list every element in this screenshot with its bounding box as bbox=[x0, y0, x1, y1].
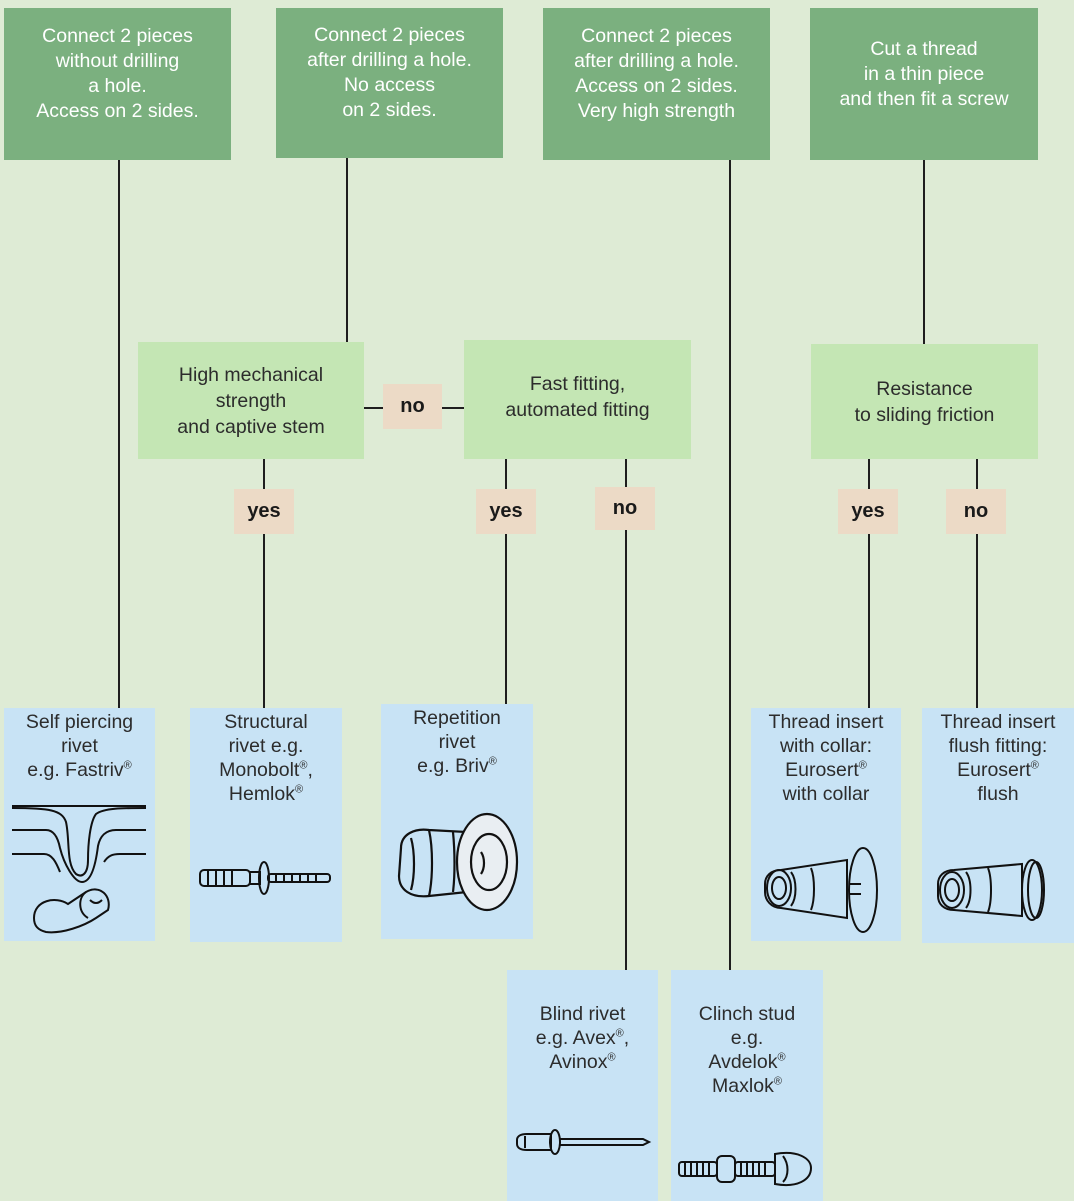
result-self-piercing-rivet: Self piercing rivet e.g. Fastriv® bbox=[4, 708, 155, 941]
blind-rivet-drawing bbox=[516, 1129, 652, 1155]
result-line: Eurosert® bbox=[957, 759, 1039, 781]
result-line: rivet e.g. bbox=[228, 735, 304, 757]
result-line: Structural bbox=[224, 711, 308, 733]
result-line: Self piercing bbox=[25, 711, 134, 733]
result-repetition-rivet: Repetition rivet e.g. Briv® bbox=[381, 704, 533, 939]
result-line: Clinch stud bbox=[698, 1003, 796, 1025]
thread-insert-collar-illustration bbox=[751, 844, 901, 934]
tag-d2-yes: yes bbox=[476, 489, 536, 534]
self-piercing-rivet-drawing bbox=[11, 805, 147, 934]
registered-mark: ® bbox=[295, 783, 304, 796]
connector-d2-yes-top bbox=[505, 459, 507, 489]
question-text: Connect 2 pieces after drilling a hole. … bbox=[574, 25, 739, 122]
decision-high-mechanical-strength: High mechanical strength and captive ste… bbox=[138, 342, 364, 459]
blind-rivet-illustration bbox=[507, 1120, 658, 1170]
result-blind-rivet: Blind rivet e.g. Avex®, Avinox® bbox=[507, 970, 658, 1201]
result-line: Avinox® bbox=[549, 1051, 616, 1073]
result-line: Eurosert® bbox=[785, 759, 867, 781]
connector-d1-yes-top bbox=[263, 459, 265, 489]
question-text: Cut a thread in a thin piece and then fi… bbox=[839, 37, 1009, 110]
tag-d3-no: no bbox=[946, 489, 1006, 534]
result-line: Maxlok® bbox=[712, 1075, 782, 1097]
result-line: with collar: bbox=[779, 735, 873, 757]
connector-d3-no-top bbox=[976, 459, 978, 489]
result-structural-rivet: Structural rivet e.g. Monobolt®, Hemlok® bbox=[190, 708, 342, 942]
result-line: Thread insert bbox=[768, 711, 884, 733]
structural-rivet-drawing bbox=[199, 861, 331, 895]
connector-d3-yes-bottom bbox=[868, 534, 870, 708]
thread-insert-flush-illustration bbox=[922, 850, 1074, 930]
tag-d1-yes: yes bbox=[234, 489, 294, 534]
result-line: flush fitting: bbox=[948, 735, 1048, 757]
decision-text: Resistance to sliding friction bbox=[854, 377, 995, 426]
question-drilling-high-strength: Connect 2 pieces after drilling a hole. … bbox=[543, 8, 770, 160]
result-clinch-stud: Clinch stud e.g. Avdelok® Maxlok® bbox=[671, 970, 823, 1201]
result-line: Thread insert bbox=[940, 711, 1056, 733]
result-thread-insert-flush: Thread insert flush fitting: Eurosert® f… bbox=[922, 708, 1074, 943]
connector-q2-d1 bbox=[346, 158, 348, 342]
result-line: e.g. Avex®, bbox=[535, 1027, 630, 1049]
thread-insert-flush-drawing bbox=[937, 859, 1045, 921]
connector-d2-yes-bottom bbox=[505, 534, 507, 704]
structural-rivet-illustration bbox=[190, 848, 342, 898]
result-thread-insert-collar: Thread insert with collar: Eurosert® wit… bbox=[751, 708, 901, 941]
self-piercing-rivet-illustration bbox=[4, 800, 155, 940]
registered-mark: ® bbox=[777, 1051, 786, 1064]
tag-d2-no: no bbox=[595, 487, 655, 530]
registered-mark: ® bbox=[1030, 759, 1039, 772]
decision-text: Fast fitting, automated fitting bbox=[505, 372, 650, 421]
question-cut-thread: Cut a thread in a thin piece and then fi… bbox=[810, 8, 1038, 160]
registered-mark: ® bbox=[773, 1075, 782, 1088]
connector-d1-no-left bbox=[364, 407, 384, 409]
registered-mark: ® bbox=[299, 759, 308, 772]
decision-fast-fitting: Fast fitting, automated fitting bbox=[464, 340, 691, 459]
tag-d1-no: no bbox=[383, 384, 442, 429]
registered-mark: ® bbox=[607, 1051, 616, 1064]
question-text: Connect 2 pieces without drilling a hole… bbox=[36, 25, 199, 122]
result-line: Avdelok® bbox=[708, 1051, 786, 1073]
connector-q1-self-piercing bbox=[118, 160, 120, 708]
result-line: e.g. bbox=[730, 1027, 764, 1049]
decision-sliding-friction: Resistance to sliding friction bbox=[811, 344, 1038, 459]
result-line: Blind rivet bbox=[539, 1003, 626, 1025]
registered-mark: ® bbox=[615, 1027, 624, 1040]
result-line: e.g. Fastriv® bbox=[27, 759, 132, 781]
result-line: Hemlok® bbox=[228, 783, 304, 805]
registered-mark: ® bbox=[123, 759, 132, 772]
question-connect-without-drilling: Connect 2 pieces without drilling a hole… bbox=[4, 8, 231, 160]
repetition-rivet-illustration bbox=[381, 798, 533, 918]
question-drilling-no-access: Connect 2 pieces after drilling a hole. … bbox=[276, 8, 503, 158]
connector-d3-no-bottom bbox=[976, 534, 978, 708]
question-text: Connect 2 pieces after drilling a hole. … bbox=[307, 24, 472, 121]
connector-d3-yes-top bbox=[868, 459, 870, 489]
result-line: rivet bbox=[438, 731, 476, 753]
thread-insert-collar-drawing bbox=[764, 847, 878, 933]
result-line: Repetition bbox=[413, 707, 501, 729]
connector-d2-no-bottom bbox=[625, 530, 627, 970]
connector-d2-no-top bbox=[625, 459, 627, 489]
registered-mark: ® bbox=[858, 759, 867, 772]
result-line: flush bbox=[977, 783, 1019, 805]
result-line: Monobolt®, bbox=[219, 759, 313, 781]
connector-q3-clinch bbox=[729, 160, 731, 970]
clinch-stud-illustration bbox=[671, 1146, 823, 1190]
connector-q4-d3 bbox=[923, 160, 925, 344]
tag-d3-yes: yes bbox=[838, 489, 898, 534]
repetition-rivet-drawing bbox=[397, 812, 519, 912]
result-line: rivet bbox=[61, 735, 98, 757]
registered-mark: ® bbox=[488, 755, 497, 768]
connector-d1-yes-bottom bbox=[263, 534, 265, 708]
clinch-stud-drawing bbox=[678, 1152, 813, 1186]
decision-text: High mechanical strength and captive ste… bbox=[177, 363, 325, 438]
connector-d1-no-right bbox=[442, 407, 464, 409]
result-line: with collar bbox=[782, 783, 870, 805]
result-line: e.g. Briv® bbox=[417, 755, 497, 777]
